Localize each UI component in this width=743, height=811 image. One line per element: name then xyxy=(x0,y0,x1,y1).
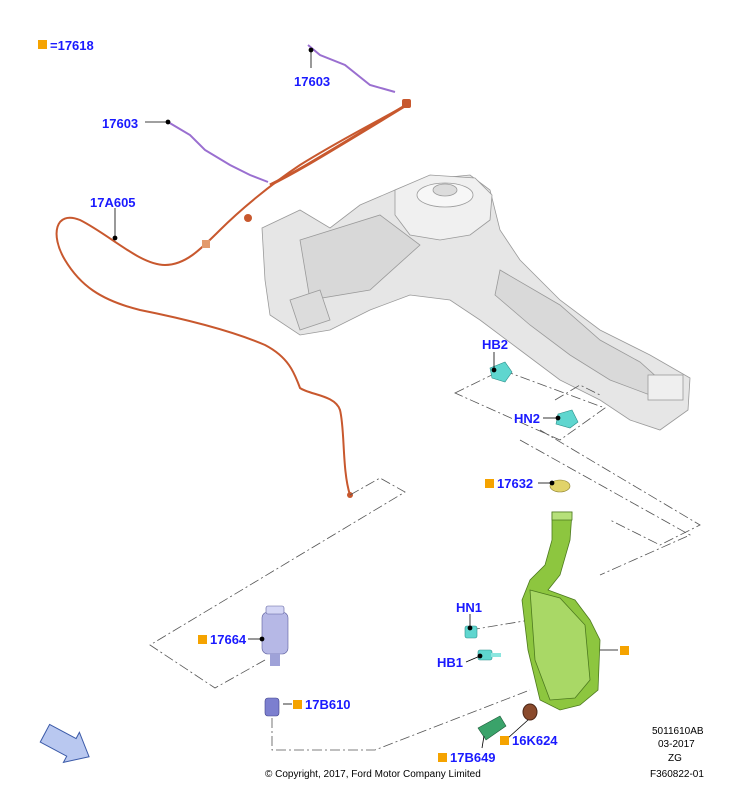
callout-17A605[interactable]: 17A605 xyxy=(90,195,136,210)
part-code: 5011610AB xyxy=(652,726,704,737)
front-direction-arrow-icon xyxy=(39,723,90,764)
wiring-harness-17603-lower xyxy=(167,121,269,183)
hose-elbow xyxy=(244,214,252,222)
wiring-harness-17603-upper xyxy=(307,44,396,93)
marker-17664 xyxy=(198,635,207,644)
hose-connector xyxy=(402,99,411,108)
callout-HB2[interactable]: HB2 xyxy=(482,337,508,352)
marker-17632 xyxy=(485,479,494,488)
callout-HN1[interactable]: HN1 xyxy=(456,600,482,615)
callout-17603-lower[interactable]: 17603 xyxy=(102,116,138,131)
callout-17B649[interactable]: 17B649 xyxy=(450,750,496,765)
callout-HN2[interactable]: HN2 xyxy=(514,411,540,426)
callout-16K624[interactable]: 16K624 xyxy=(512,733,558,748)
callout-markers xyxy=(198,479,509,762)
callout-17603-upper[interactable]: 17603 xyxy=(294,74,330,89)
seal-16K624 xyxy=(522,703,538,721)
legend-text: =17618 xyxy=(50,38,94,53)
marker-17B610 xyxy=(293,700,302,709)
washer-reservoir xyxy=(521,511,601,711)
washer-pump-17664 xyxy=(261,605,289,666)
orange-square-icon xyxy=(38,40,47,49)
level-sensor-17B649 xyxy=(477,715,507,741)
grommet-17B610 xyxy=(264,697,280,717)
legend: =17618 xyxy=(38,38,94,53)
variant-label: ZG xyxy=(668,753,682,764)
washer-hose-17A605 xyxy=(55,102,409,496)
copyright-text: © Copyright, 2017, Ford Motor Company Li… xyxy=(265,769,481,780)
bracket-HB2 xyxy=(489,361,513,383)
reservoir-marker xyxy=(620,646,629,655)
body-frame-rail xyxy=(261,174,691,431)
callout-labels: 17603 17603 17A605 HB2 HN2 17632 HN1 HB1… xyxy=(90,74,558,765)
date-label: 03-2017 xyxy=(658,739,695,750)
callout-17632[interactable]: 17632 xyxy=(497,476,533,491)
marker-16K624 xyxy=(500,736,509,745)
figure-id: F360822-01 xyxy=(650,769,704,780)
callout-17664[interactable]: 17664 xyxy=(210,632,247,647)
reservoir-cap-17632 xyxy=(549,479,571,493)
guide-lines xyxy=(149,369,701,751)
callout-HB1[interactable]: HB1 xyxy=(437,655,463,670)
bracket-HN2 xyxy=(555,409,579,429)
callout-leaders xyxy=(112,47,561,749)
callout-17B610[interactable]: 17B610 xyxy=(305,697,351,712)
marker-17B649 xyxy=(438,753,447,762)
hose-joint xyxy=(202,240,210,248)
